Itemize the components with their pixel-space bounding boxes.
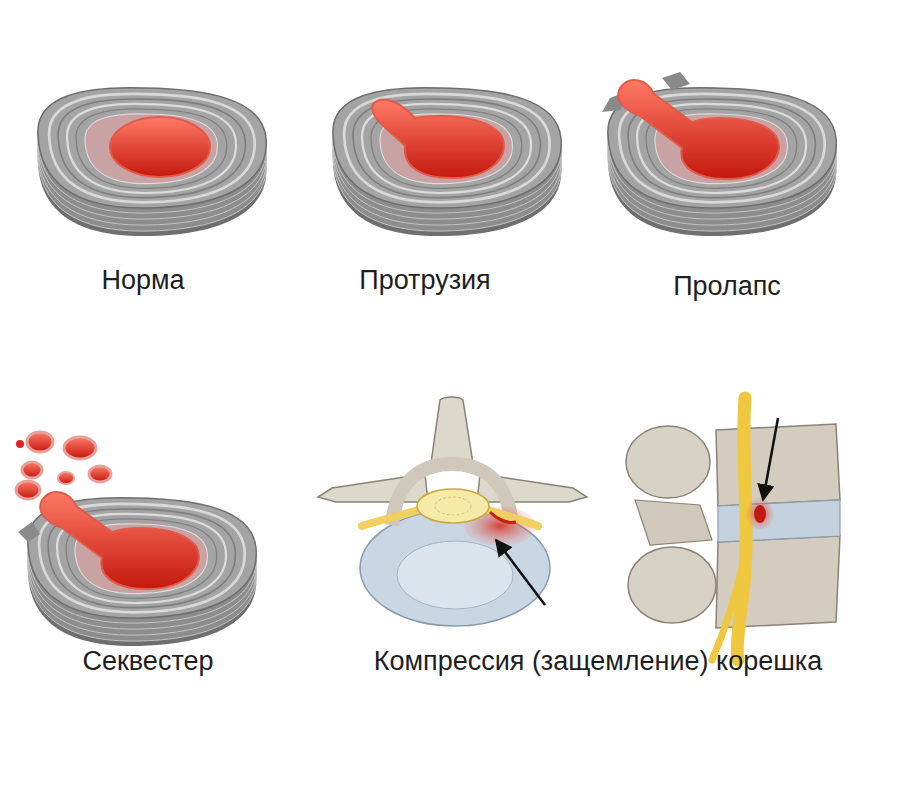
- stage-label: Протрузия: [359, 264, 491, 296]
- vertebra-top-view: [318, 397, 587, 626]
- stage-label: Секвестер: [83, 645, 214, 677]
- sequester-disc: [16, 432, 256, 646]
- stage-label: Компрессия (защемление) корешка: [374, 645, 823, 677]
- stage-label: Пролапс: [673, 270, 781, 302]
- protrusion-disc: [333, 88, 561, 236]
- vertebra-side-view: [626, 398, 840, 660]
- normal-disc: [38, 88, 266, 236]
- stage-label: Норма: [101, 264, 184, 296]
- prolapse-disc: [602, 72, 836, 236]
